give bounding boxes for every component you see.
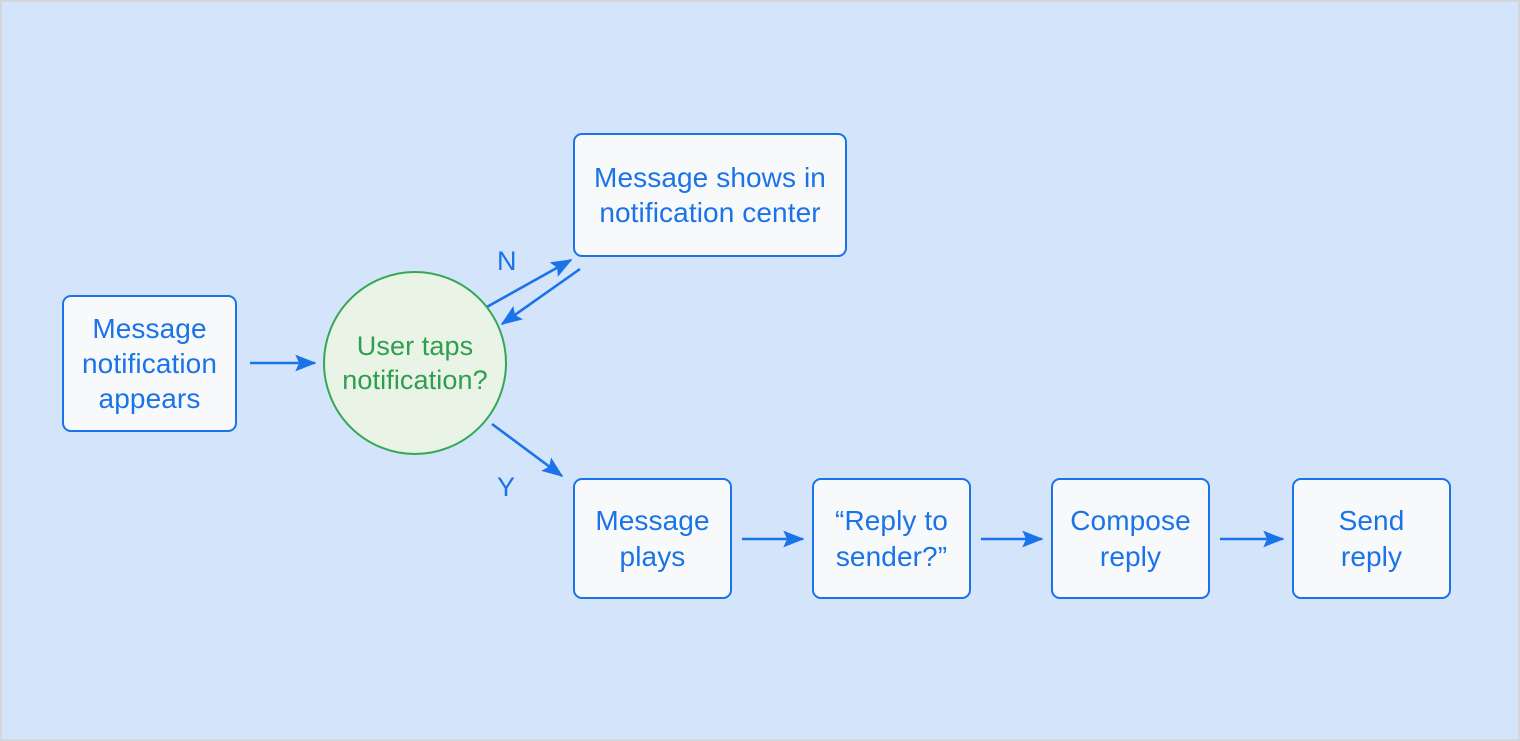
edge-label-yes: Y [497,472,516,502]
node-label: Message plays [595,505,710,572]
edge-decision-to-message-plays [491,422,564,478]
node-label: Compose reply [1070,505,1191,572]
node-compose-reply[interactable]: Compose reply [1051,478,1210,599]
node-message-shows-in-notification-center[interactable]: Message shows in notification center [573,133,847,257]
node-send-reply[interactable]: Send reply [1292,478,1451,599]
node-label: Send reply [1338,505,1405,572]
node-label: User taps notification? [342,330,488,395]
node-label: Message shows in notification center [594,161,826,228]
node-message-notification-appears[interactable]: Message notification appears [62,295,237,432]
node-message-plays[interactable]: Message plays [573,478,732,599]
node-label: “Reply to sender?” [835,505,948,572]
edge-notification-center-to-decision [500,267,581,326]
edge-label-no: N [497,246,517,276]
node-decision-user-taps-notification[interactable]: User taps notification? [323,271,507,455]
node-label: Message notification appears [81,312,218,415]
node-reply-to-sender[interactable]: “Reply to sender?” [812,478,971,599]
